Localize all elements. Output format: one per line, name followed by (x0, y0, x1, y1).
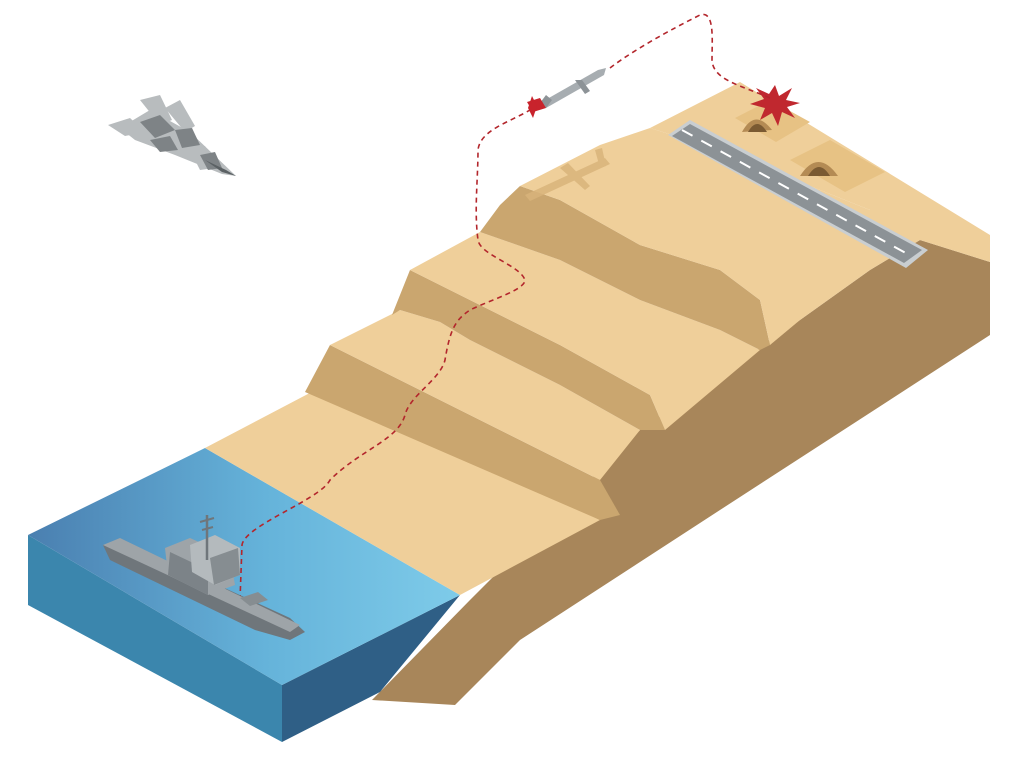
sea-surface (28, 448, 460, 685)
terrain-beach (205, 385, 600, 595)
sea-right-face (282, 595, 460, 742)
terrain-terrace-1 (330, 310, 640, 480)
stealth-fighter-jet-icon (108, 95, 236, 176)
cruise-missile-icon (527, 68, 606, 118)
explosion-icon (750, 85, 800, 126)
missile-flight-path (239, 13, 771, 601)
terrain-step-3-face (480, 186, 770, 350)
aircraft-shelter-icon (790, 140, 885, 192)
parked-aircraft-silhouette-icon (525, 148, 610, 201)
terrain-right-side (372, 240, 990, 705)
terrain-step-2-face (392, 270, 665, 430)
terrain-terrace-2 (410, 232, 760, 430)
terrain-step-1-face (305, 345, 620, 520)
warship-icon (103, 515, 305, 640)
sea-front-face (28, 535, 282, 742)
aircraft-shelter-icon (735, 100, 810, 142)
